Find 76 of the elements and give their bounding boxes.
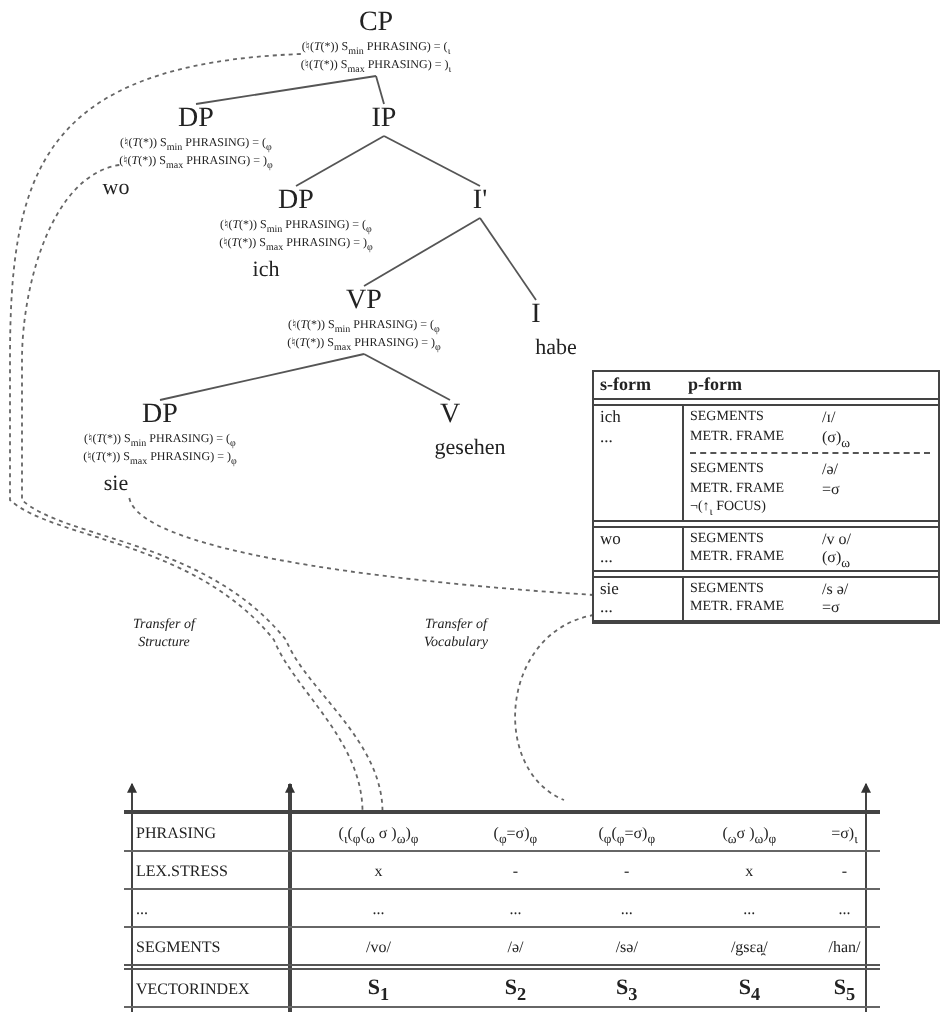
category-label: IP bbox=[371, 104, 397, 136]
feature-value: (σ)$_{ω}$ bbox=[822, 548, 853, 567]
column-header: p-form bbox=[686, 372, 742, 398]
word-label: habe bbox=[535, 336, 577, 362]
column-header: s-form bbox=[598, 372, 653, 398]
lexicon-entry bbox=[594, 525, 938, 571]
word-label: ich bbox=[252, 258, 280, 284]
tree-branch bbox=[295, 135, 385, 187]
lexicon-entry bbox=[594, 575, 938, 621]
feature-value: /s ə/ bbox=[822, 579, 851, 598]
ellipsis: ... bbox=[598, 598, 615, 617]
ellipsis: ... bbox=[598, 548, 615, 567]
s-form-word: ich bbox=[598, 408, 623, 427]
row-header: PHRASING bbox=[124, 812, 290, 851]
data-value: x bbox=[689, 851, 810, 889]
vector-index: S$_{2}$ bbox=[467, 967, 564, 1007]
tree-branch bbox=[479, 217, 537, 301]
data-value: ... bbox=[689, 889, 810, 927]
tree-branch bbox=[375, 75, 385, 105]
data-value: /ə/ bbox=[467, 927, 564, 967]
s-form-word: wo bbox=[598, 529, 623, 548]
feature-value: /ə/ bbox=[822, 460, 840, 479]
feature-value: =σ bbox=[822, 479, 842, 498]
tree-branch bbox=[159, 353, 365, 401]
data-value: x bbox=[290, 851, 467, 889]
category-label: CP bbox=[358, 8, 394, 40]
data-value: ... bbox=[467, 889, 564, 927]
data-value: ... bbox=[290, 889, 467, 927]
category-label: VP bbox=[346, 286, 382, 318]
row-header: LEX.STRESS bbox=[124, 851, 290, 889]
feature-value: (σ)$_{ω}$ bbox=[822, 427, 853, 446]
feature-value: /v o/ bbox=[822, 529, 853, 548]
data-value: /gsɛa̯/ bbox=[689, 927, 810, 967]
word-label: sie bbox=[103, 472, 129, 498]
vector-index: S$_{3}$ bbox=[563, 967, 690, 1007]
data-value: ... bbox=[563, 889, 690, 927]
row-header: VECTORINDEX bbox=[124, 967, 290, 1007]
row-header: SEGMENTS bbox=[124, 927, 290, 967]
data-value: /vo/ bbox=[290, 927, 467, 967]
vector-index: S$_{5}$ bbox=[809, 967, 880, 1007]
tree-branch bbox=[383, 135, 481, 187]
category-label: I bbox=[531, 300, 541, 332]
category-label: DP bbox=[142, 400, 178, 432]
lexicon-entry bbox=[594, 404, 938, 521]
transfer-line bbox=[128, 497, 595, 596]
word-label: wo bbox=[102, 176, 130, 202]
tree-branch bbox=[363, 217, 481, 287]
category-label: DP bbox=[178, 104, 214, 136]
data-value: ($_{ι}$($_{φ}$($_{ω}$ σ )$_{ω}$)$_{φ}$ bbox=[290, 812, 467, 851]
tree-branch bbox=[195, 75, 377, 105]
data-value: /sə/ bbox=[563, 927, 690, 967]
s-form-word: sie bbox=[598, 579, 621, 598]
data-value: - bbox=[563, 851, 690, 889]
transfer-line bbox=[9, 53, 364, 813]
row-header: ... bbox=[124, 889, 290, 927]
data-value: /han/ bbox=[809, 927, 880, 967]
data-value: ($_{φ}$=σ)$_{φ}$ bbox=[467, 812, 564, 851]
data-value: - bbox=[809, 851, 880, 889]
data-value: =σ)$_{ι}$ bbox=[809, 812, 880, 851]
data-value: ... bbox=[809, 889, 880, 927]
tree-branch bbox=[363, 353, 451, 401]
vector-index: S$_{1}$ bbox=[290, 967, 467, 1007]
category-label: DP bbox=[278, 186, 314, 218]
category-label: I' bbox=[472, 186, 488, 218]
data-value: ($_{φ}$($_{φ}$=σ)$_{φ}$ bbox=[563, 812, 690, 851]
feature-value: =σ bbox=[822, 598, 842, 617]
vector-index: S$_{4}$ bbox=[689, 967, 810, 1007]
category-label: V bbox=[439, 400, 461, 432]
feature-value: /ɪ/ bbox=[822, 408, 838, 427]
lexicon-table bbox=[592, 370, 940, 623]
word-label: gesehen bbox=[434, 436, 506, 462]
transfer-line bbox=[514, 614, 595, 801]
data-value: ($_{ω}$σ )$_{ω}$)$_{φ}$ bbox=[689, 812, 810, 851]
data-value: - bbox=[467, 851, 564, 889]
transfer-line bbox=[21, 164, 384, 813]
ellipsis: ... bbox=[598, 427, 615, 446]
